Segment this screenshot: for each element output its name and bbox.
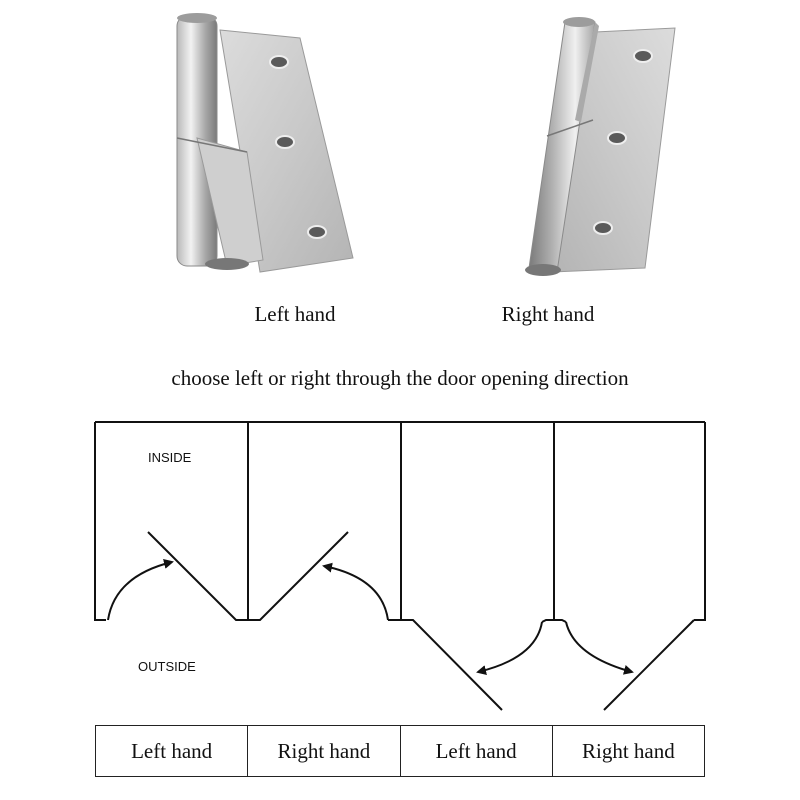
door-1-arrow — [107, 559, 174, 621]
inside-label: INSIDE — [148, 450, 192, 465]
door-2-arrow — [322, 562, 389, 621]
door-4-leaf — [603, 619, 695, 711]
door-2-leaf — [248, 531, 349, 621]
door-1-leaf — [147, 531, 248, 621]
door-3-arrow — [476, 621, 543, 675]
door-4-arrow — [565, 621, 634, 675]
door-opening-diagram: INSIDE OUTSIDE — [94, 421, 706, 711]
table-cell-left-hand-2: Left hand — [401, 726, 553, 776]
door-3-leaf — [401, 619, 503, 711]
right-hand-photo-label: Right hand — [501, 302, 595, 326]
left-hand-hinge-icon — [176, 13, 354, 273]
table-cell-right-hand-2: Right hand — [582, 738, 675, 763]
table-cell-left-hand-1: Left hand — [96, 726, 249, 776]
hand-label-table: Left hand Right hand Left hand Right han… — [95, 725, 705, 777]
outside-label: OUTSIDE — [138, 659, 196, 674]
left-hand-photo-label: Left hand — [254, 302, 336, 326]
instruction-caption: choose left or right through the door op… — [171, 366, 629, 390]
table-cell-right-hand-1: Right hand — [248, 726, 401, 776]
right-hand-hinge-icon — [525, 17, 676, 276]
